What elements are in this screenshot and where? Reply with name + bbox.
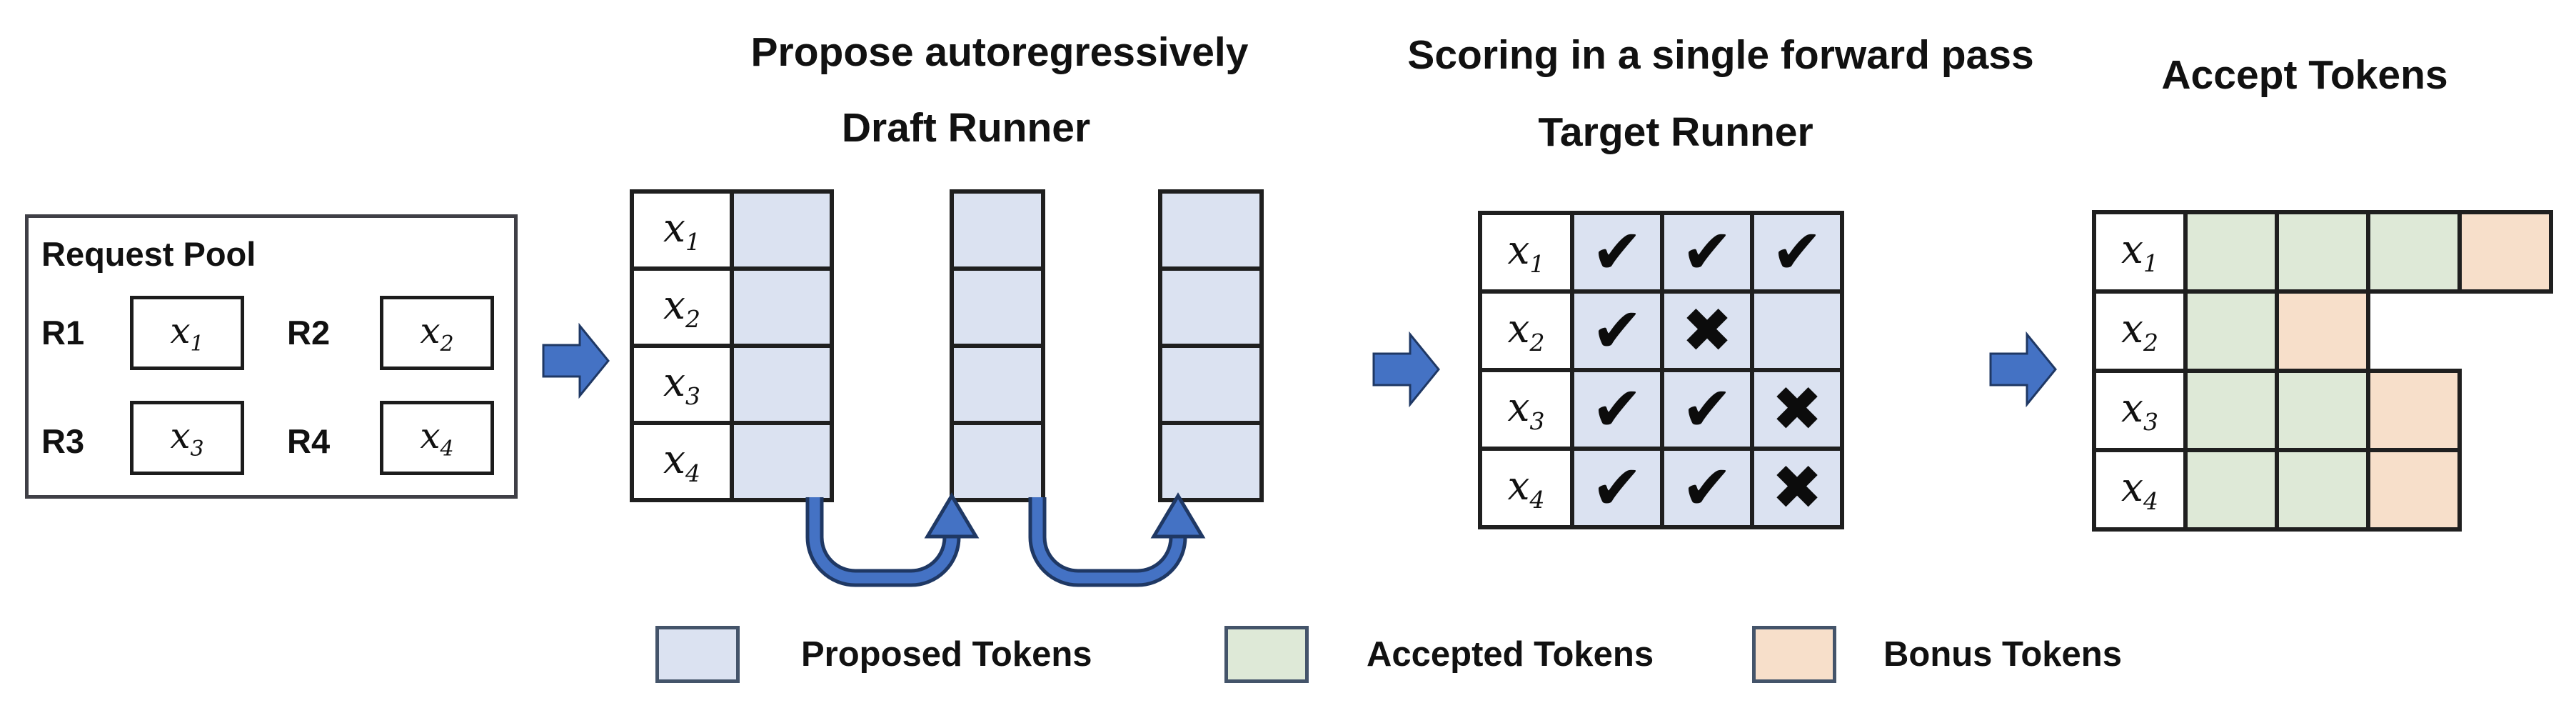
draft-row-label: x4 bbox=[634, 425, 730, 498]
request-label-r1: R1 bbox=[41, 314, 85, 352]
accept-row-label: x4 bbox=[2092, 448, 2188, 532]
accept-cell bbox=[2183, 289, 2279, 373]
proposed-token-cell bbox=[1162, 348, 1259, 421]
cross-mark-cell: ✖ bbox=[1754, 451, 1840, 525]
check-mark-cell: ✔ bbox=[1574, 215, 1660, 289]
accept-cell bbox=[2183, 448, 2279, 532]
accept-row-1: x1 bbox=[2092, 210, 2553, 294]
accept-row-label: x3 bbox=[2092, 369, 2188, 452]
empty-mark-cell bbox=[1754, 294, 1840, 368]
draft-grid-3 bbox=[1158, 189, 1264, 502]
request-label-r4: R4 bbox=[287, 422, 331, 460]
check-mark-cell: ✔ bbox=[1664, 372, 1750, 447]
request-label-r2: R2 bbox=[287, 314, 331, 352]
legend-swatch-bonus bbox=[1752, 626, 1836, 683]
draft-row-label: x1 bbox=[634, 194, 730, 266]
token-box-x2: x2 bbox=[380, 296, 494, 370]
proposed-token-cell bbox=[734, 194, 830, 266]
check-mark-cell: ✔ bbox=[1574, 294, 1660, 368]
proposed-token-cell bbox=[954, 271, 1041, 344]
accept-row-4: x4 bbox=[2092, 448, 2462, 532]
target-row-label: x3 bbox=[1482, 372, 1570, 447]
target-row-label: x1 bbox=[1482, 215, 1570, 289]
draft-grid-2 bbox=[950, 189, 1045, 502]
cross-mark-cell: ✖ bbox=[1754, 372, 1840, 447]
scoring-title: Scoring in a single forward pass bbox=[1407, 32, 2034, 78]
token-x2: x2 bbox=[420, 309, 454, 357]
accept-row-3: x3 bbox=[2092, 369, 2462, 452]
target-grid: x1 ✔ ✔ ✔ x2 ✔ ✖ x3 ✔ ✔ ✖ x4 ✔ ✔ ✖ bbox=[1478, 211, 1844, 529]
proposed-token-cell bbox=[734, 348, 830, 421]
bonus-cell bbox=[2457, 210, 2553, 294]
draft-row-label: x3 bbox=[634, 348, 730, 421]
flow-arrow-icon-3 bbox=[1989, 331, 2057, 408]
accept-cell bbox=[2275, 369, 2370, 452]
accept-cell bbox=[2275, 210, 2370, 294]
token-box-x1: x1 bbox=[130, 296, 244, 370]
flow-arrow-icon-2 bbox=[1372, 331, 1440, 408]
target-row-label: x2 bbox=[1482, 294, 1570, 368]
request-pool-title: Request Pool bbox=[41, 235, 256, 273]
check-mark-cell: ✔ bbox=[1574, 451, 1660, 525]
draft-row-label: x2 bbox=[634, 271, 730, 344]
bonus-cell bbox=[2275, 289, 2370, 373]
target-row-label: x4 bbox=[1482, 451, 1570, 525]
accept-row-label: x1 bbox=[2092, 210, 2188, 294]
check-mark-cell: ✔ bbox=[1754, 215, 1840, 289]
legend-label-proposed: Proposed Tokens bbox=[801, 635, 1092, 674]
proposed-token-cell bbox=[954, 348, 1041, 421]
accept-row-2: x2 bbox=[2092, 289, 2370, 373]
proposed-token-cell bbox=[1162, 425, 1259, 498]
token-x3: x3 bbox=[170, 414, 204, 462]
token-x4: x4 bbox=[420, 414, 454, 462]
proposed-token-cell bbox=[1162, 194, 1259, 266]
check-mark-cell: ✔ bbox=[1664, 451, 1750, 525]
check-mark-cell: ✔ bbox=[1664, 215, 1750, 289]
accept-cell bbox=[2366, 210, 2462, 294]
draft-runner-title: Draft Runner bbox=[841, 105, 1091, 151]
proposed-token-cell bbox=[954, 194, 1041, 266]
bonus-cell bbox=[2366, 369, 2462, 452]
target-runner-title: Target Runner bbox=[1538, 109, 1813, 155]
legend-label-accepted: Accepted Tokens bbox=[1367, 635, 1654, 674]
proposed-token-cell bbox=[954, 425, 1041, 498]
request-label-r3: R3 bbox=[41, 422, 85, 460]
token-box-x4: x4 bbox=[380, 401, 494, 475]
token-box-x3: x3 bbox=[130, 401, 244, 475]
accept-cell bbox=[2275, 448, 2370, 532]
proposed-token-cell bbox=[734, 425, 830, 498]
check-mark-cell: ✔ bbox=[1574, 372, 1660, 447]
propose-title: Propose autoregressively bbox=[750, 29, 1249, 75]
bonus-cell bbox=[2366, 448, 2462, 532]
accept-cell bbox=[2183, 210, 2279, 294]
cross-mark-cell: ✖ bbox=[1664, 294, 1750, 368]
accept-row-label: x2 bbox=[2092, 289, 2188, 373]
flow-arrow-icon-1 bbox=[542, 322, 610, 399]
accept-tokens-title: Accept Tokens bbox=[2161, 52, 2448, 98]
accept-cell bbox=[2183, 369, 2279, 452]
token-x1: x1 bbox=[170, 309, 204, 357]
legend-swatch-accepted bbox=[1224, 626, 1309, 683]
draft-grid-1: x1 x2 x3 x4 bbox=[630, 189, 834, 502]
autoregressive-arrow-icon-1 bbox=[805, 492, 1206, 587]
legend-swatch-proposed bbox=[655, 626, 740, 683]
legend-label-bonus: Bonus Tokens bbox=[1883, 635, 2122, 674]
proposed-token-cell bbox=[1162, 271, 1259, 344]
proposed-token-cell bbox=[734, 271, 830, 344]
